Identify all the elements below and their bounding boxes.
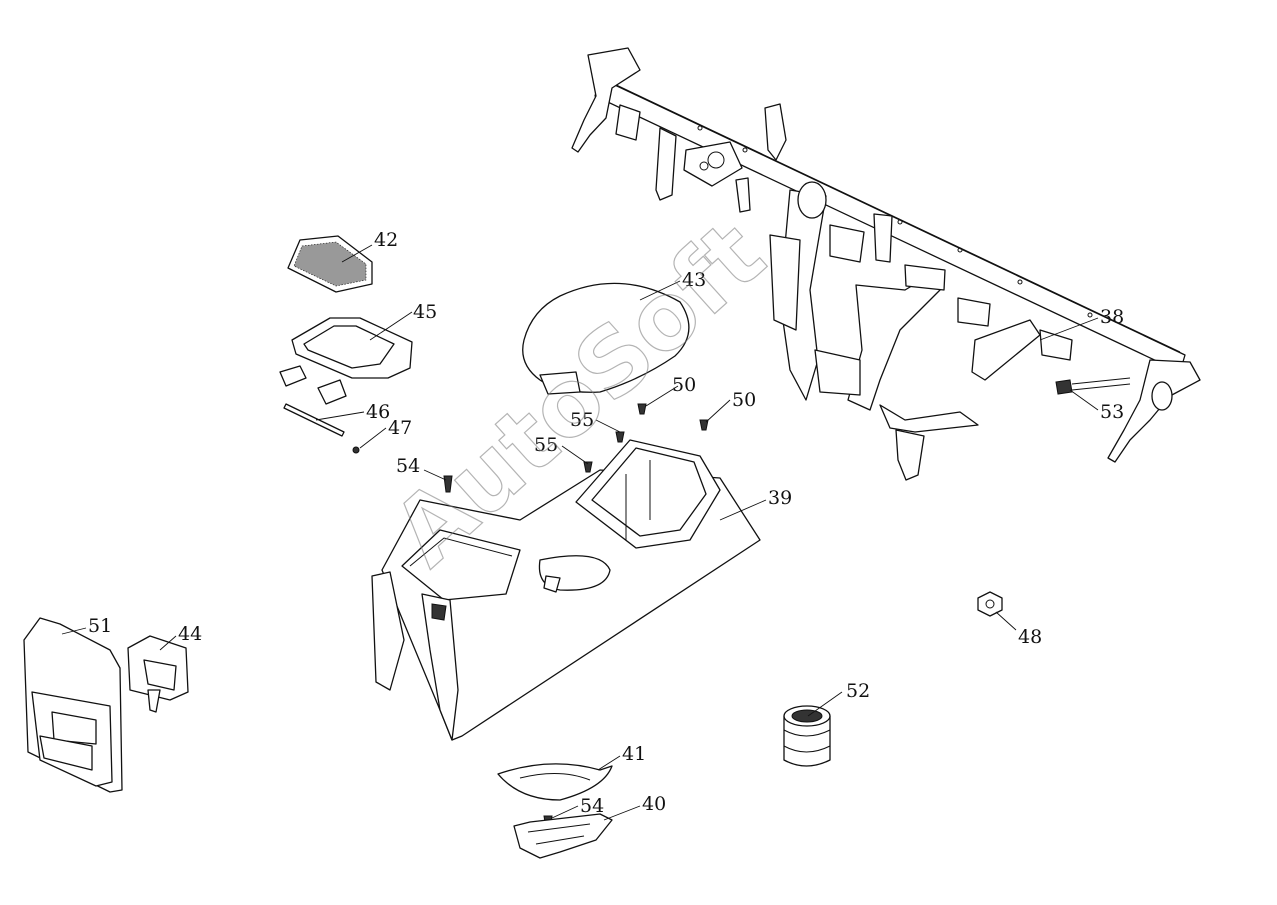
callout-40: 40 xyxy=(642,793,666,815)
part-46-rod xyxy=(283,403,345,437)
callout-53: 53 xyxy=(1100,401,1124,423)
part-47-pin xyxy=(352,446,360,454)
part-48-nut xyxy=(977,591,1003,617)
callout-55a: 55 xyxy=(570,409,594,431)
callout-39: 39 xyxy=(768,487,792,509)
part-42-mesh-pad xyxy=(287,235,373,293)
part-45-storage-tray xyxy=(279,317,413,405)
part-39-center-console xyxy=(371,439,761,741)
callout-42: 42 xyxy=(374,229,398,251)
callout-labels: 42 45 46 47 43 38 53 50 50 55 55 54 39 4… xyxy=(88,229,1124,817)
callout-54a: 54 xyxy=(396,455,420,477)
part-52-power-outlet xyxy=(783,705,831,767)
part-38-cross-car-beam xyxy=(571,47,1201,481)
callout-41: 41 xyxy=(622,743,646,765)
callout-44: 44 xyxy=(178,623,202,645)
part-41-shifter-trim xyxy=(497,763,613,801)
part-44-vent xyxy=(127,635,189,713)
callout-54b: 54 xyxy=(580,795,604,817)
callout-43: 43 xyxy=(682,269,706,291)
callout-46: 46 xyxy=(366,401,390,423)
callout-52: 52 xyxy=(846,680,870,702)
part-51-rear-panel xyxy=(23,617,123,793)
callout-45: 45 xyxy=(413,301,437,323)
part-43-armrest-lid xyxy=(522,282,690,395)
callout-50b: 50 xyxy=(732,389,756,411)
callout-47: 47 xyxy=(388,417,412,439)
leader-lines xyxy=(61,244,1099,821)
callout-48: 48 xyxy=(1018,626,1042,648)
callout-50a: 50 xyxy=(672,374,696,396)
part-55-screws xyxy=(583,431,625,473)
part-50-screws xyxy=(637,403,709,431)
callout-55b: 55 xyxy=(534,434,558,456)
part-40-shifter-bracket xyxy=(513,813,613,859)
part-53-bolt xyxy=(1055,377,1131,395)
callout-51: 51 xyxy=(88,615,112,637)
callout-38: 38 xyxy=(1100,306,1124,328)
